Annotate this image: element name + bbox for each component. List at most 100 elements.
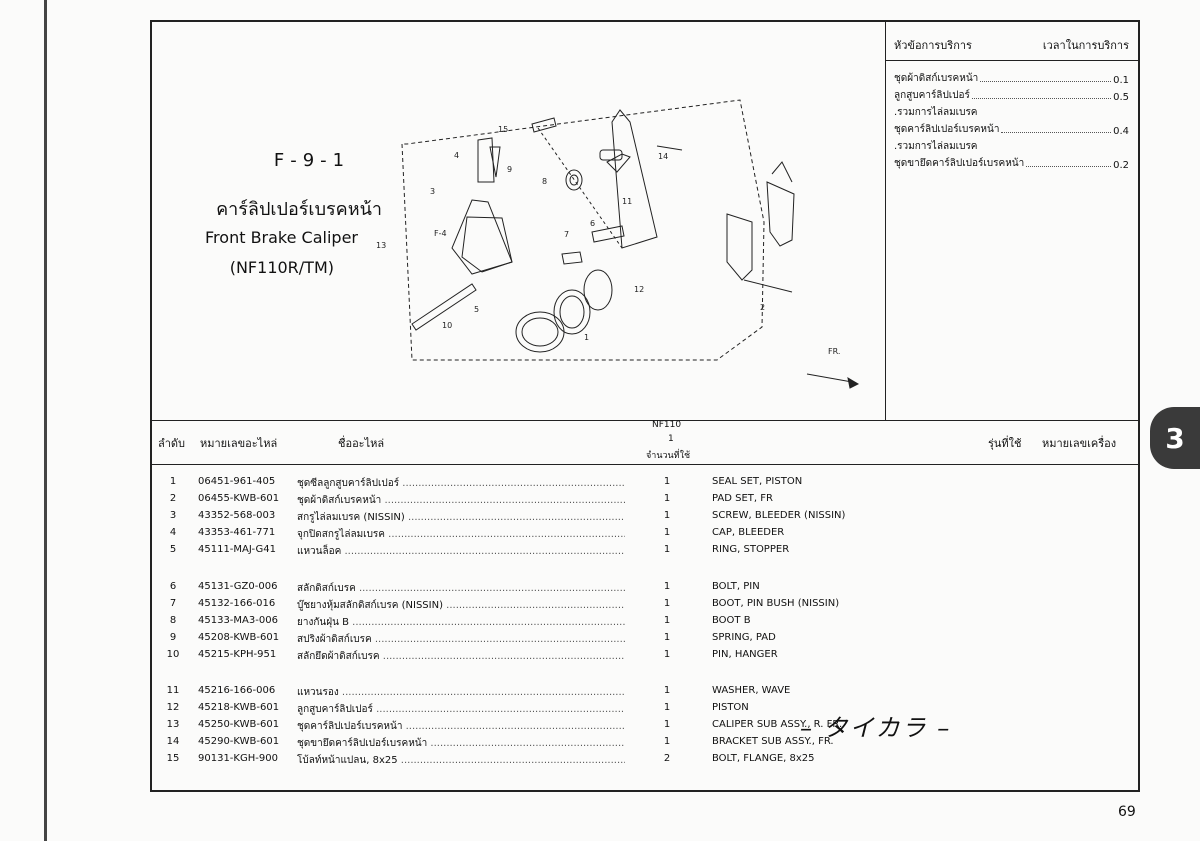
table-row: 13 45250-KWB-601 ชุดคาร์ลิปเปอร์เบรคหน้า 1 C… [152, 717, 1138, 734]
cell-qty: 1 [663, 510, 671, 521]
callout-1: 1 [584, 333, 589, 342]
cell-en: PISTON [712, 702, 749, 713]
callout-4: 4 [454, 151, 459, 160]
cell-pn: 43353-461-771 [198, 527, 276, 538]
cell-qty: 2 [663, 753, 671, 764]
callout-10: 10 [442, 321, 452, 330]
cell-pn: 45290-KWB-601 [198, 736, 280, 747]
cell-pn: 45131-GZ0-006 [198, 581, 278, 592]
cell-th: ชุดคาร์ลิปเปอร์เบรคหน้า [297, 719, 625, 734]
cell-en: PIN, HANGER [712, 649, 778, 660]
col-quantity: จำนวนที่ใช้ [646, 451, 691, 461]
callout-7: 7 [564, 230, 569, 239]
title-thai: คาร์ลิปเปอร์เบรคหน้า [216, 199, 382, 220]
cell-en: SCREW, BLEEDER (NISSIN) [712, 510, 846, 521]
cell-no: 6 [169, 581, 177, 592]
cell-th: ลูกสูบคาร์ลิปเปอร์ [297, 702, 625, 717]
parts-catalog-frame: F-9-1 คาร์ลิปเปอร์เบรคหน้า Front Brake C… [150, 20, 1140, 792]
cell-qty: 1 [663, 649, 671, 660]
cell-no: 12 [166, 702, 180, 713]
cell-pn: 45111-MAJ-G41 [198, 544, 276, 555]
cell-pn: 45133-MA3-006 [198, 615, 278, 626]
callout-15: 15 [498, 125, 508, 134]
cell-th: ชุดผ้าดิสก์เบรคหน้า [297, 493, 625, 508]
cell-th: แหวนล็อค [297, 544, 625, 559]
cell-qty: 1 [663, 719, 671, 730]
service-time-header: เวลาในการบริการ [1042, 39, 1129, 52]
cell-no: 5 [169, 544, 177, 555]
cell-th: แหวนรอง [297, 685, 625, 700]
cell-pn: 43352-568-003 [198, 510, 276, 521]
cell-pn: 90131-KGH-900 [198, 753, 278, 764]
cell-pn: 45216-166-006 [198, 685, 276, 696]
callout-front-arrow: FR. [828, 347, 840, 356]
cell-pn: 06455-KWB-601 [198, 493, 280, 504]
cell-qty: 1 [663, 736, 671, 747]
cell-no: 13 [166, 719, 180, 730]
cell-no: 8 [169, 615, 177, 626]
cell-no: 14 [166, 736, 180, 747]
page-number: 69 [1118, 804, 1136, 820]
callout-6: 6 [590, 219, 595, 228]
cell-no: 3 [169, 510, 177, 521]
cell-th: ชุดซีลลูกสูบคาร์ลิปเปอร์ [297, 476, 625, 491]
table-row: 12 45218-KWB-601 ลูกสูบคาร์ลิปเปอร์ 1 PISTON [152, 700, 1138, 717]
cell-th: สปริงผ้าดิสก์เบรค [297, 632, 625, 647]
table-row: 14 45290-KWB-601 ชุดขายึดคาร์ลิปเปอร์เบรคห… [152, 734, 1138, 751]
service-time-panel: หัวข้อการบริการ เวลาในการบริการ ชุดผ้าดิ… [885, 22, 1139, 420]
cell-th: โบ้ลท์หน้าแปลน, 8x25 [297, 753, 625, 768]
parts-table-header: ลำดับ หมายเลขอะไหล่ ชื่ออะไหล่ NF110 1 จ… [152, 420, 1138, 465]
cell-th: สลักยึดผ้าดิสก์เบรค [297, 649, 625, 664]
callout-11: 11 [622, 197, 632, 206]
col-part-number: หมายเลขอะไหล่ [200, 437, 278, 450]
table-row: 106451-961-405ชุดซีลลูกสูบคาร์ลิปเปอร์1S… [152, 474, 1138, 491]
cell-qty: 1 [663, 544, 671, 555]
col-engine-number: หมายเลขเครื่อง [1042, 437, 1117, 450]
cell-en: BRACKET SUB ASSY., FR. [712, 736, 834, 747]
callout-ref-f4: F-4 [434, 229, 447, 238]
cell-en: PAD SET, FR [712, 493, 773, 504]
cell-th: ชุดขายึดคาร์ลิปเปอร์เบรคหน้า [297, 736, 625, 751]
cell-en: BOOT B [712, 615, 751, 626]
cell-qty: 1 [663, 527, 671, 538]
cell-th: สกรูไล่ลมเบรค (NISSIN) [297, 510, 625, 525]
cell-no: 7 [169, 598, 177, 609]
cell-th: สลักดิสก์เบรค [297, 581, 625, 596]
exploded-diagram: 1 2 3 4 5 6 7 8 9 10 11 12 13 14 15 F-4 … [376, 99, 860, 389]
cell-th: บู๊ชยางหุ้มสลักดิสก์เบรค (NISSIN) [297, 598, 625, 613]
title-english: Front Brake Caliper [205, 228, 358, 247]
cell-th: ยางกันฝุ่น B [297, 615, 625, 630]
figure-code: F-9-1 [273, 150, 351, 171]
cell-qty: 1 [663, 685, 671, 696]
cell-pn: 45215-KPH-951 [198, 649, 277, 660]
cell-en: BOLT, FLANGE, 8x25 [712, 753, 815, 764]
cell-no: 10 [166, 649, 180, 660]
section-tab: 3 [1150, 407, 1200, 469]
cell-no: 11 [166, 685, 180, 696]
table-row: 3 43352-568-003 สกรูไล่ลมเบรค (NISSIN) 1 SCR… [152, 508, 1138, 525]
col-order: ลำดับ [158, 437, 186, 450]
cell-pn: 45218-KWB-601 [198, 702, 280, 713]
cell-qty: 1 [663, 702, 671, 713]
callout-3: 3 [430, 187, 435, 196]
cell-en: CALIPER SUB ASSY., R. FR. [712, 719, 843, 730]
title-model: (NF110R/TM) [229, 258, 334, 277]
diagram-area: F-9-1 คาร์ลิปเปอร์เบรคหน้า Front Brake C… [152, 22, 1139, 421]
cell-pn: 45250-KWB-601 [198, 719, 280, 730]
callout-9: 9 [507, 165, 512, 174]
callout-2: 2 [760, 303, 765, 312]
cell-no: 2 [169, 493, 177, 504]
cell-en: SPRING, PAD [712, 632, 776, 643]
service-row: ลูกสูบคาร์ลิปเปอร์0.5 [894, 90, 1129, 103]
cell-en: BOOT, PIN BUSH (NISSIN) [712, 598, 840, 609]
service-header: หัวข้อการบริการ เวลาในการบริการ [886, 22, 1139, 61]
